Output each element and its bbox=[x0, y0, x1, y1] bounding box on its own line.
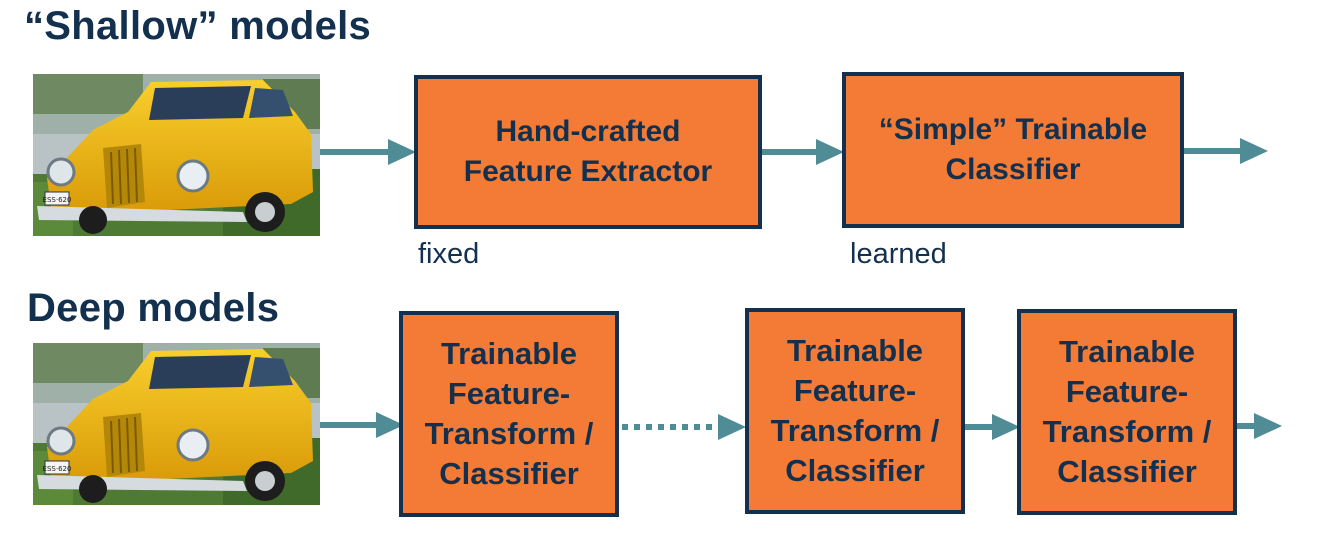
block-1-line-2: Feature- bbox=[447, 376, 571, 411]
car-photo-bottom: ESS·620 bbox=[33, 343, 320, 505]
fixed-note: fixed bbox=[418, 238, 480, 270]
block-3-line-3: Transform / bbox=[1042, 414, 1212, 449]
extractor-label-line-1: Hand-crafted bbox=[495, 115, 681, 148]
trainable-feature-transform-block-3: Trainable Feature- Transform / Classifie… bbox=[1017, 309, 1237, 515]
trainable-feature-transform-block-2: Trainable Feature- Transform / Classifie… bbox=[745, 308, 965, 514]
extractor-label-line-2: Feature Extractor bbox=[463, 155, 713, 188]
block-3-line-1: Trainable bbox=[1058, 334, 1196, 369]
deep-models-heading: Deep models bbox=[27, 286, 280, 330]
arrow-classifier-output bbox=[1183, 138, 1268, 164]
block-2-line-2: Feature- bbox=[793, 373, 917, 408]
classifier-label-line-2: Classifier bbox=[945, 153, 1081, 186]
arrow-block-2-to-block-3 bbox=[963, 414, 1020, 440]
block-2-line-4: Classifier bbox=[785, 453, 925, 488]
trainable-feature-transform-block-1: Trainable Feature- Transform / Classifie… bbox=[399, 311, 619, 517]
license-plate-text-bottom: ESS·620 bbox=[43, 465, 72, 473]
arrow-deep-output bbox=[1235, 413, 1282, 439]
license-plate-text-top: ESS·620 bbox=[43, 196, 72, 204]
arrow-photo-to-deep-block-1 bbox=[320, 412, 404, 438]
simple-trainable-classifier-box: “Simple” Trainable Classifier bbox=[842, 72, 1184, 228]
arrow-extractor-to-classifier bbox=[761, 139, 844, 165]
learned-note: learned bbox=[850, 238, 947, 270]
block-2-line-1: Trainable bbox=[786, 333, 924, 368]
block-2-line-3: Transform / bbox=[770, 413, 940, 448]
block-3-line-4: Classifier bbox=[1057, 454, 1197, 489]
block-1-line-1: Trainable bbox=[440, 336, 578, 371]
hand-crafted-feature-extractor-box: Hand-crafted Feature Extractor bbox=[414, 75, 762, 229]
block-3-line-2: Feature- bbox=[1065, 374, 1189, 409]
shallow-models-heading: “Shallow” models bbox=[24, 4, 372, 48]
classifier-label-line-1: “Simple” Trainable bbox=[878, 113, 1148, 146]
dotted-arrow-block-1-to-block-2 bbox=[622, 414, 746, 440]
block-1-line-3: Transform / bbox=[424, 416, 594, 451]
car-photo-top: ESS·620 bbox=[33, 74, 320, 236]
block-1-line-4: Classifier bbox=[439, 456, 579, 491]
arrow-photo-to-extractor bbox=[320, 139, 416, 165]
